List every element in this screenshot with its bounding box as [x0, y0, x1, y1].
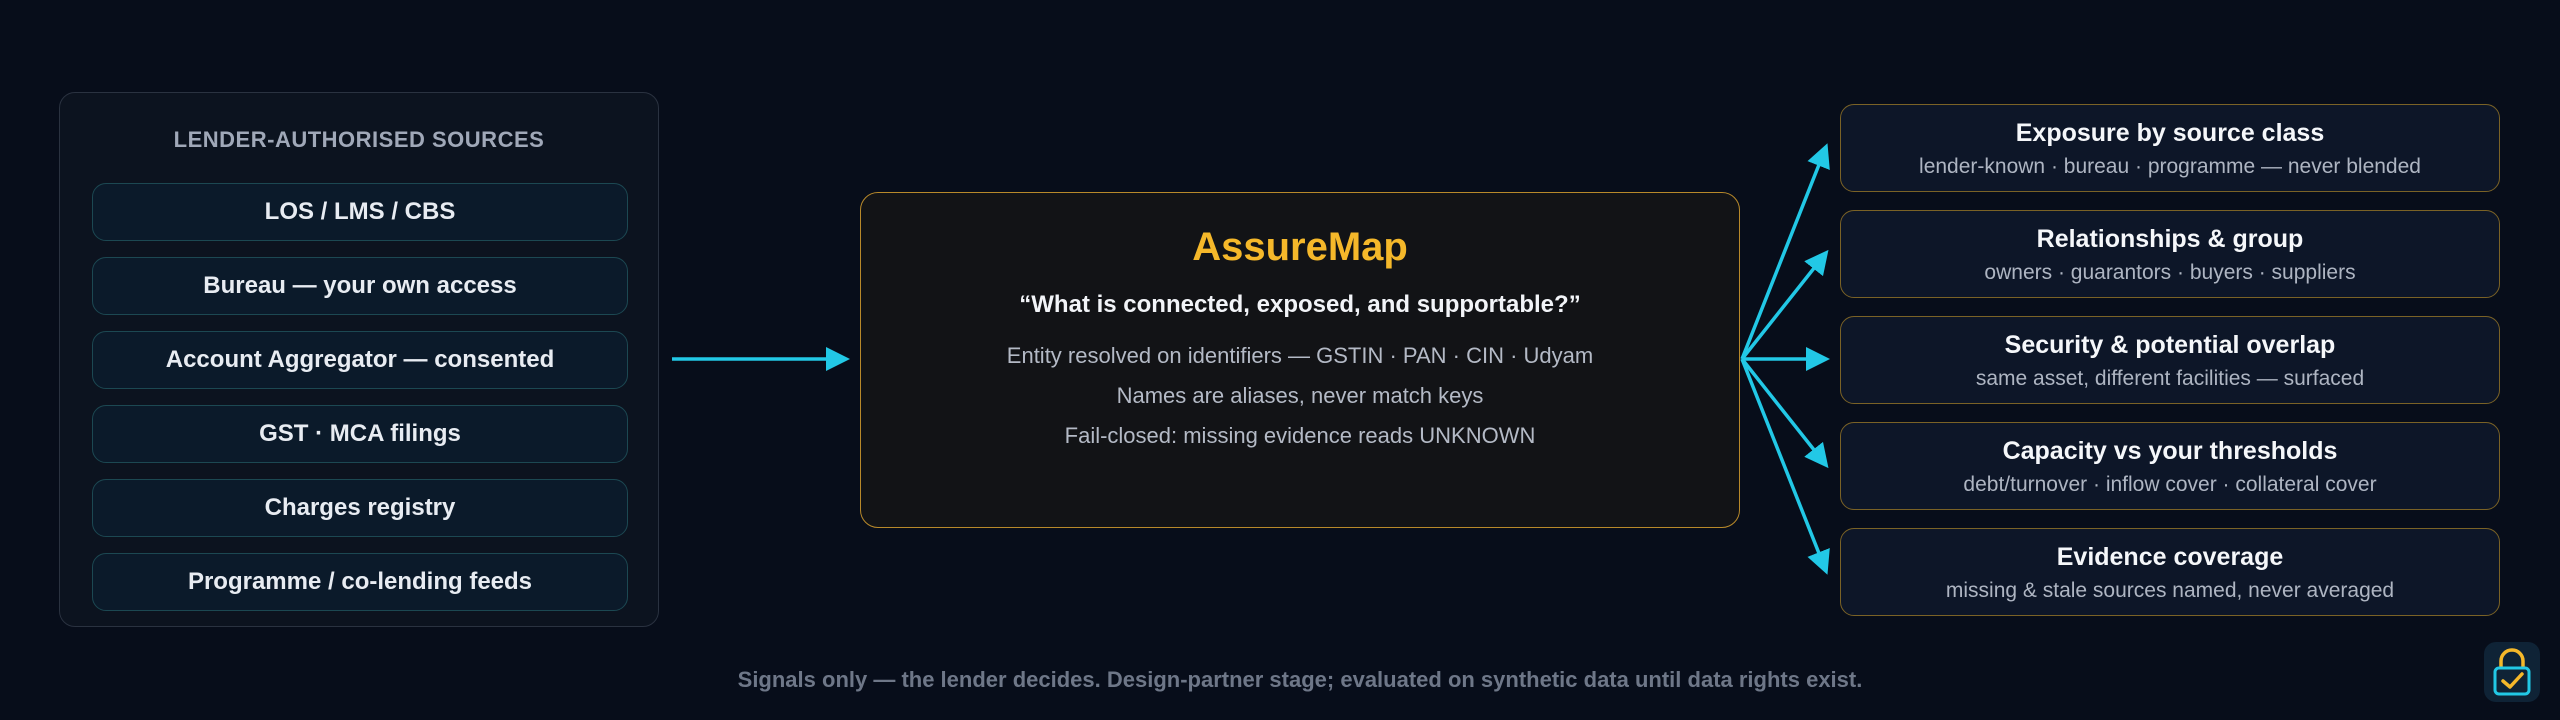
output-evidence-coverage: Evidence coverage missing & stale source…: [1840, 528, 2500, 616]
output-capacity: Capacity vs your thresholds debt/turnove…: [1840, 422, 2500, 510]
output-security-subtitle: same asset, different facilities — surfa…: [1975, 367, 2365, 390]
assuremap-line-entity: Entity resolved on identifiers — GSTIN ·…: [1006, 343, 1594, 368]
source-item-los-lms-cbs: LOS / LMS / CBS: [92, 183, 628, 241]
assuremap-line-fail-closed: Fail-closed: missing evidence reads UNKN…: [1064, 423, 1536, 448]
output-relationships-title: Relationships & group: [2036, 225, 2304, 253]
output-evidence-title: Evidence coverage: [2056, 543, 2284, 571]
sources-panel-title: LENDER-AUTHORISED SOURCES: [173, 127, 545, 152]
output-security-title: Security & potential overlap: [2004, 331, 2336, 359]
assuremap-line-aliases: Names are aliases, never match keys: [1116, 383, 1484, 408]
output-relationships-subtitle: owners · guarantors · buyers · suppliers: [1984, 261, 2356, 284]
source-item-charges-registry: Charges registry: [92, 479, 628, 537]
output-exposure: Exposure by source class lender-known · …: [1840, 104, 2500, 192]
source-item-bureau: Bureau — your own access: [92, 257, 628, 315]
output-exposure-title: Exposure by source class: [2015, 119, 2325, 147]
arrow-core-to-evidence: [1740, 358, 1830, 575]
sources-panel: LENDER-AUTHORISED SOURCES LOS / LMS / CB…: [59, 92, 659, 627]
arrow-core-to-capacity: [1740, 357, 1829, 469]
output-capacity-subtitle: debt/turnover · inflow cover · collatera…: [1963, 473, 2377, 496]
arrow-core-to-relationships: [1740, 249, 1829, 361]
output-capacity-title: Capacity vs your thresholds: [2002, 437, 2338, 465]
output-relationships: Relationships & group owners · guarantor…: [1840, 210, 2500, 298]
lock-check-icon: [2484, 642, 2540, 702]
footer-disclaimer: Signals only — the lender decides. Desig…: [737, 667, 1863, 692]
source-item-programme-feeds: Programme / co-lending feeds: [92, 553, 628, 611]
source-item-gst-mca: GST · MCA filings: [92, 405, 628, 463]
output-evidence-subtitle: missing & stale sources named, never ave…: [1945, 579, 2395, 602]
assuremap-question: “What is connected, exposed, and support…: [1019, 291, 1581, 318]
output-security-overlap: Security & potential overlap same asset,…: [1840, 316, 2500, 404]
output-exposure-subtitle: lender-known · bureau · programme — neve…: [1919, 155, 2421, 178]
source-item-account-aggregator: Account Aggregator — consented: [92, 331, 628, 389]
assuremap-title: AssureMap: [1192, 225, 1408, 269]
arrow-core-to-exposure: [1740, 143, 1830, 360]
assuremap-core-box: AssureMap “What is connected, exposed, a…: [860, 192, 1740, 528]
